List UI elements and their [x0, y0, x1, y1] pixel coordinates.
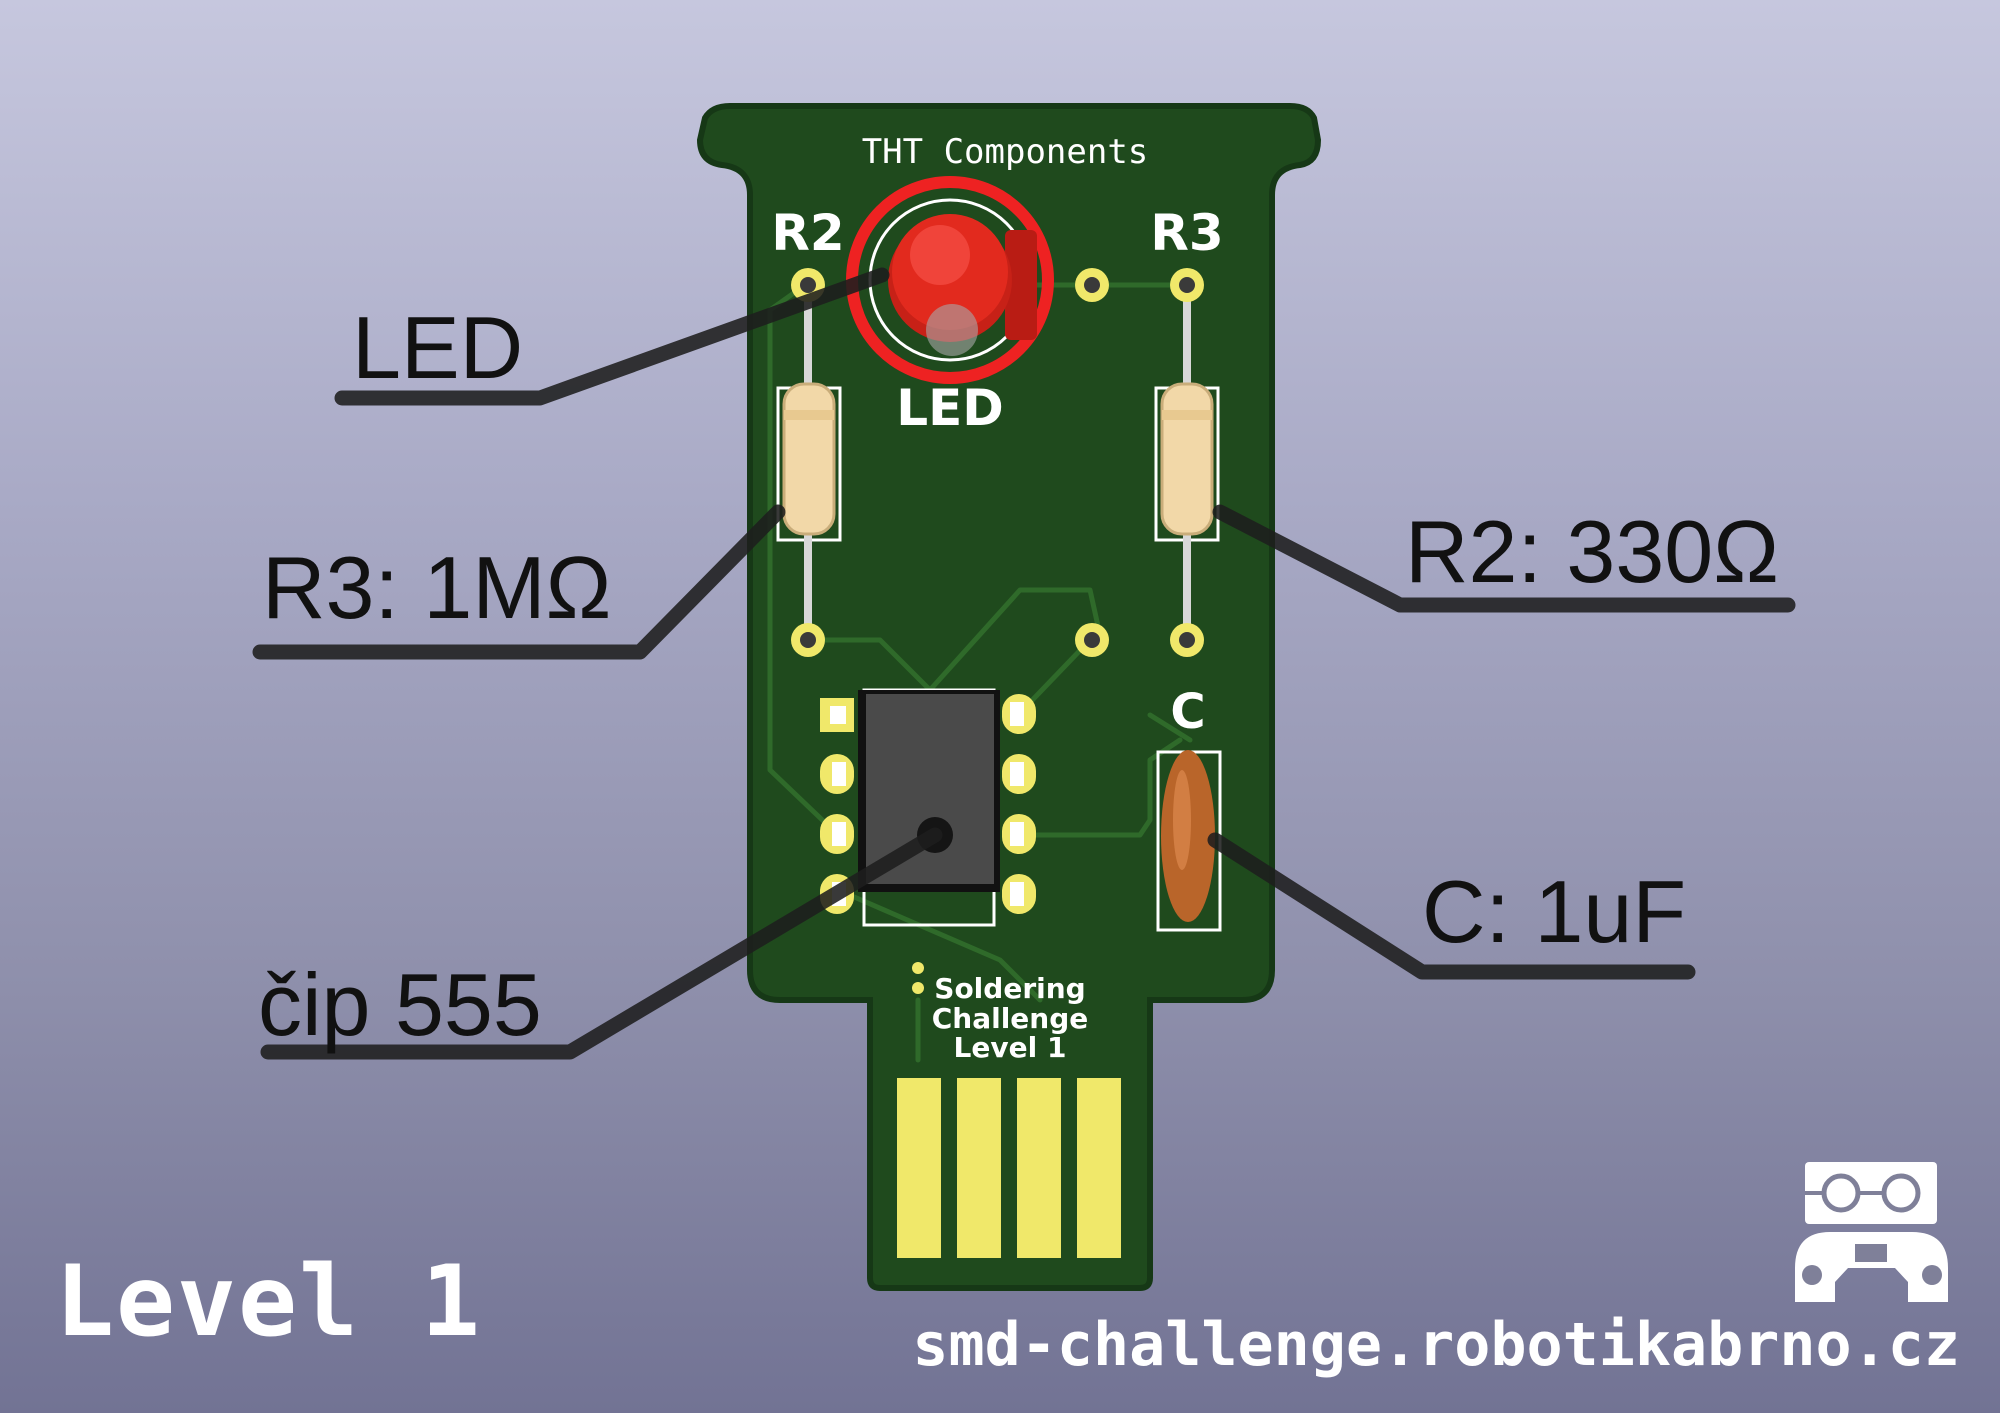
connector-pin [1017, 1078, 1061, 1258]
board-footer-line2: Challenge [932, 1002, 1089, 1035]
callout-r2: R2: 330Ω [1405, 502, 1779, 601]
site-url: smd-challenge.robotikabrno.cz [912, 1310, 1960, 1380]
callout-led: LED [352, 298, 523, 397]
capacitor-c [1156, 750, 1222, 932]
leader-r3 [252, 504, 786, 660]
trace-r3 [1147, 712, 1193, 743]
ref-r3: R3 [1150, 204, 1223, 262]
callout-chip: čip 555 [258, 955, 542, 1054]
ref-c: C [1170, 684, 1205, 740]
ref-r2: R2 [771, 204, 844, 262]
trace-bottom [835, 887, 1043, 1003]
connector-pin [1077, 1078, 1121, 1258]
leader-led [334, 267, 890, 406]
connector-pin [957, 1078, 1001, 1258]
leader-chip [260, 827, 943, 1060]
level-label: Level 1 [55, 1245, 483, 1359]
connector-pin [897, 1078, 941, 1258]
callout-leaders [252, 267, 1796, 1060]
callout-capacitor: C: 1uF [1422, 862, 1686, 961]
leader-r2 [1212, 504, 1796, 613]
leader-capacitor [1207, 832, 1696, 980]
led-component [846, 176, 1054, 384]
resistor-r2 [776, 285, 842, 640]
board-footer-line1: Soldering [934, 972, 1085, 1005]
edge-connector [897, 962, 1121, 1258]
silkscreen-title: THT Components [862, 132, 1149, 172]
trace-left [767, 282, 841, 838]
board-footer-line3: Level 1 [954, 1031, 1067, 1064]
pad-group [791, 268, 1204, 657]
callout-r3: R3: 1MΩ [262, 538, 611, 637]
robotika-logo-icon [1795, 1162, 1948, 1302]
trace-middle [802, 587, 1103, 693]
chip-pins-right [1002, 694, 1036, 914]
ref-led: LED [896, 379, 1004, 437]
resistor-r3 [1154, 285, 1220, 640]
